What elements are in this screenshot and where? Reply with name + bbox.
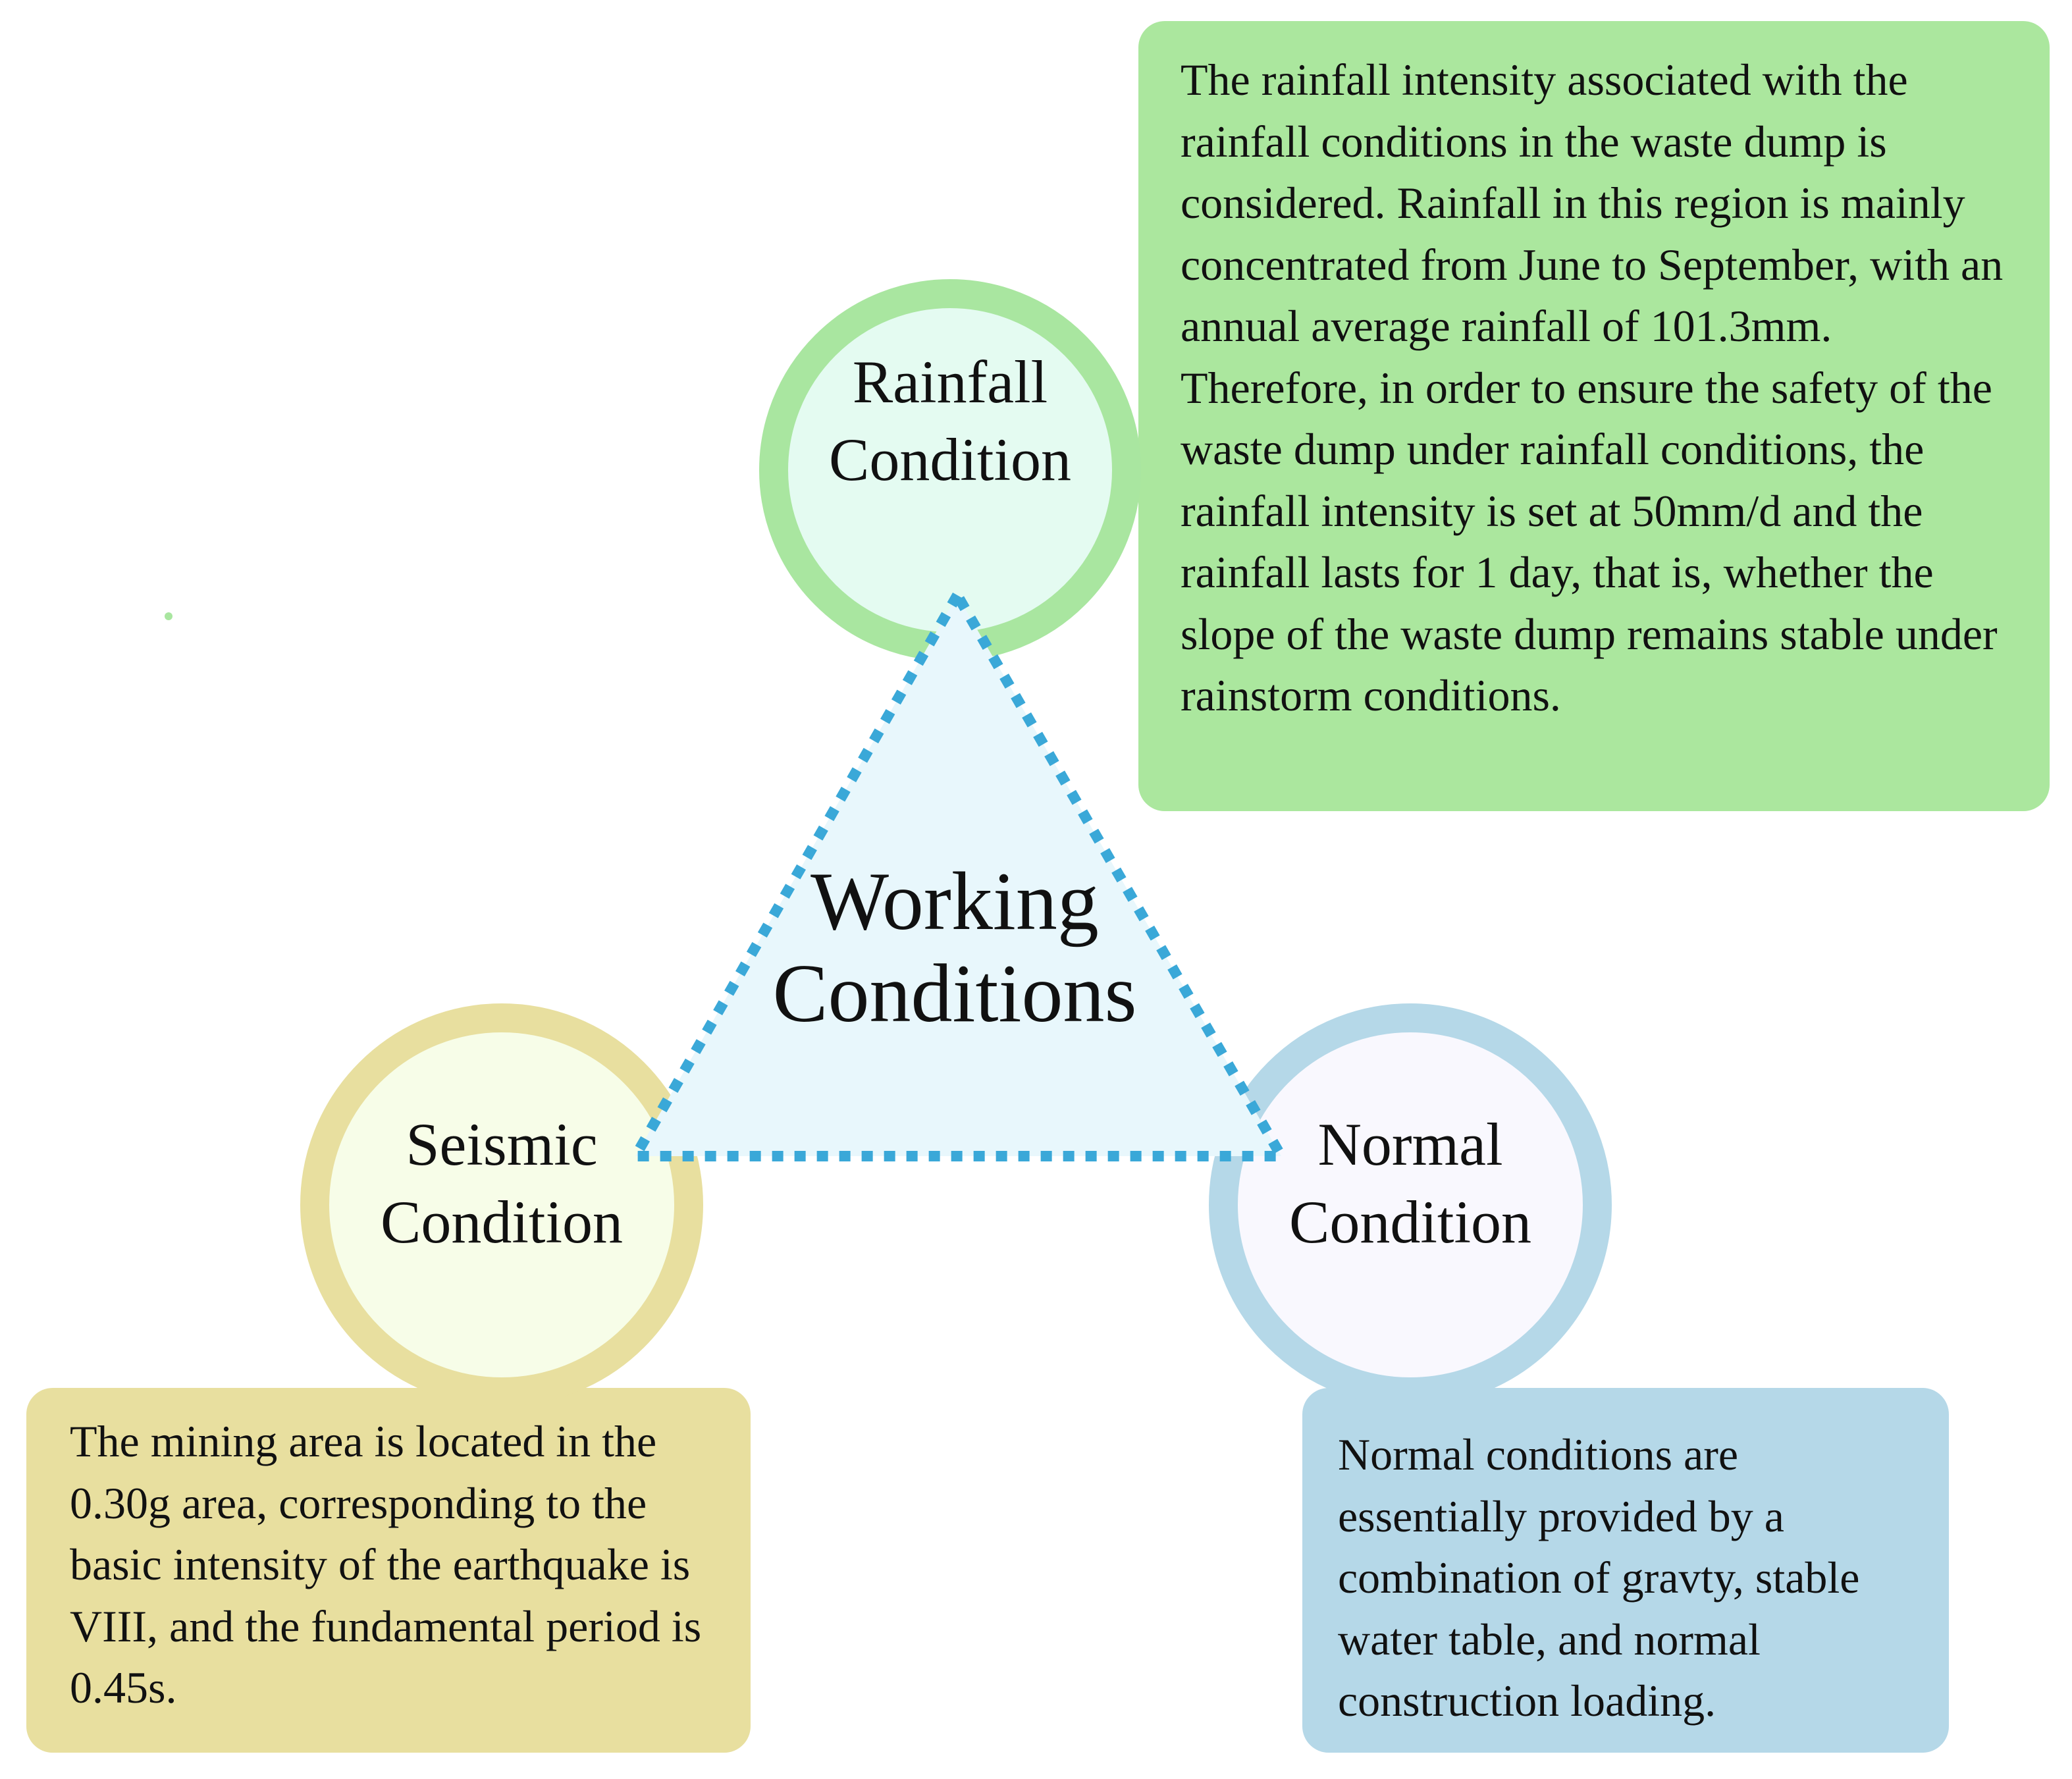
seismic-condition-label: Seismic Condition xyxy=(381,1105,623,1261)
title-line-2: Conditions xyxy=(772,948,1137,1040)
seismic-description-box: The mining area is located in the 0.30g … xyxy=(26,1388,751,1753)
triangle-dotted-outline xyxy=(626,584,1290,1161)
normal-condition-label: Normal Condition xyxy=(1289,1105,1531,1261)
normal-label-line-1: Normal xyxy=(1317,1111,1503,1178)
title-line-1: Working xyxy=(810,856,1099,947)
rainfall-label-line-1: Rainfall xyxy=(852,348,1048,415)
rainfall-label-line-2: Condition xyxy=(828,426,1072,493)
rainfall-description-box: The rainfall intensity associated with t… xyxy=(1138,21,2050,811)
rainfall-condition-label: Rainfall Condition xyxy=(829,343,1071,498)
rainfall-description-text: The rainfall intensity associated with t… xyxy=(1181,55,2004,720)
seismic-description-text: The mining area is located in the 0.30g … xyxy=(70,1416,702,1713)
seismic-condition-node: Seismic Condition xyxy=(300,1003,703,1406)
seismic-label-line-1: Seismic xyxy=(406,1111,598,1178)
working-conditions-title: Working Conditions xyxy=(724,856,1185,1040)
decorative-dot xyxy=(165,612,173,620)
normal-label-line-2: Condition xyxy=(1288,1188,1532,1256)
seismic-label-line-2: Condition xyxy=(380,1188,624,1256)
normal-description-box: Normal conditions are essentially provid… xyxy=(1302,1388,1949,1753)
normal-description-text: Normal conditions are essentially provid… xyxy=(1338,1429,1860,1726)
